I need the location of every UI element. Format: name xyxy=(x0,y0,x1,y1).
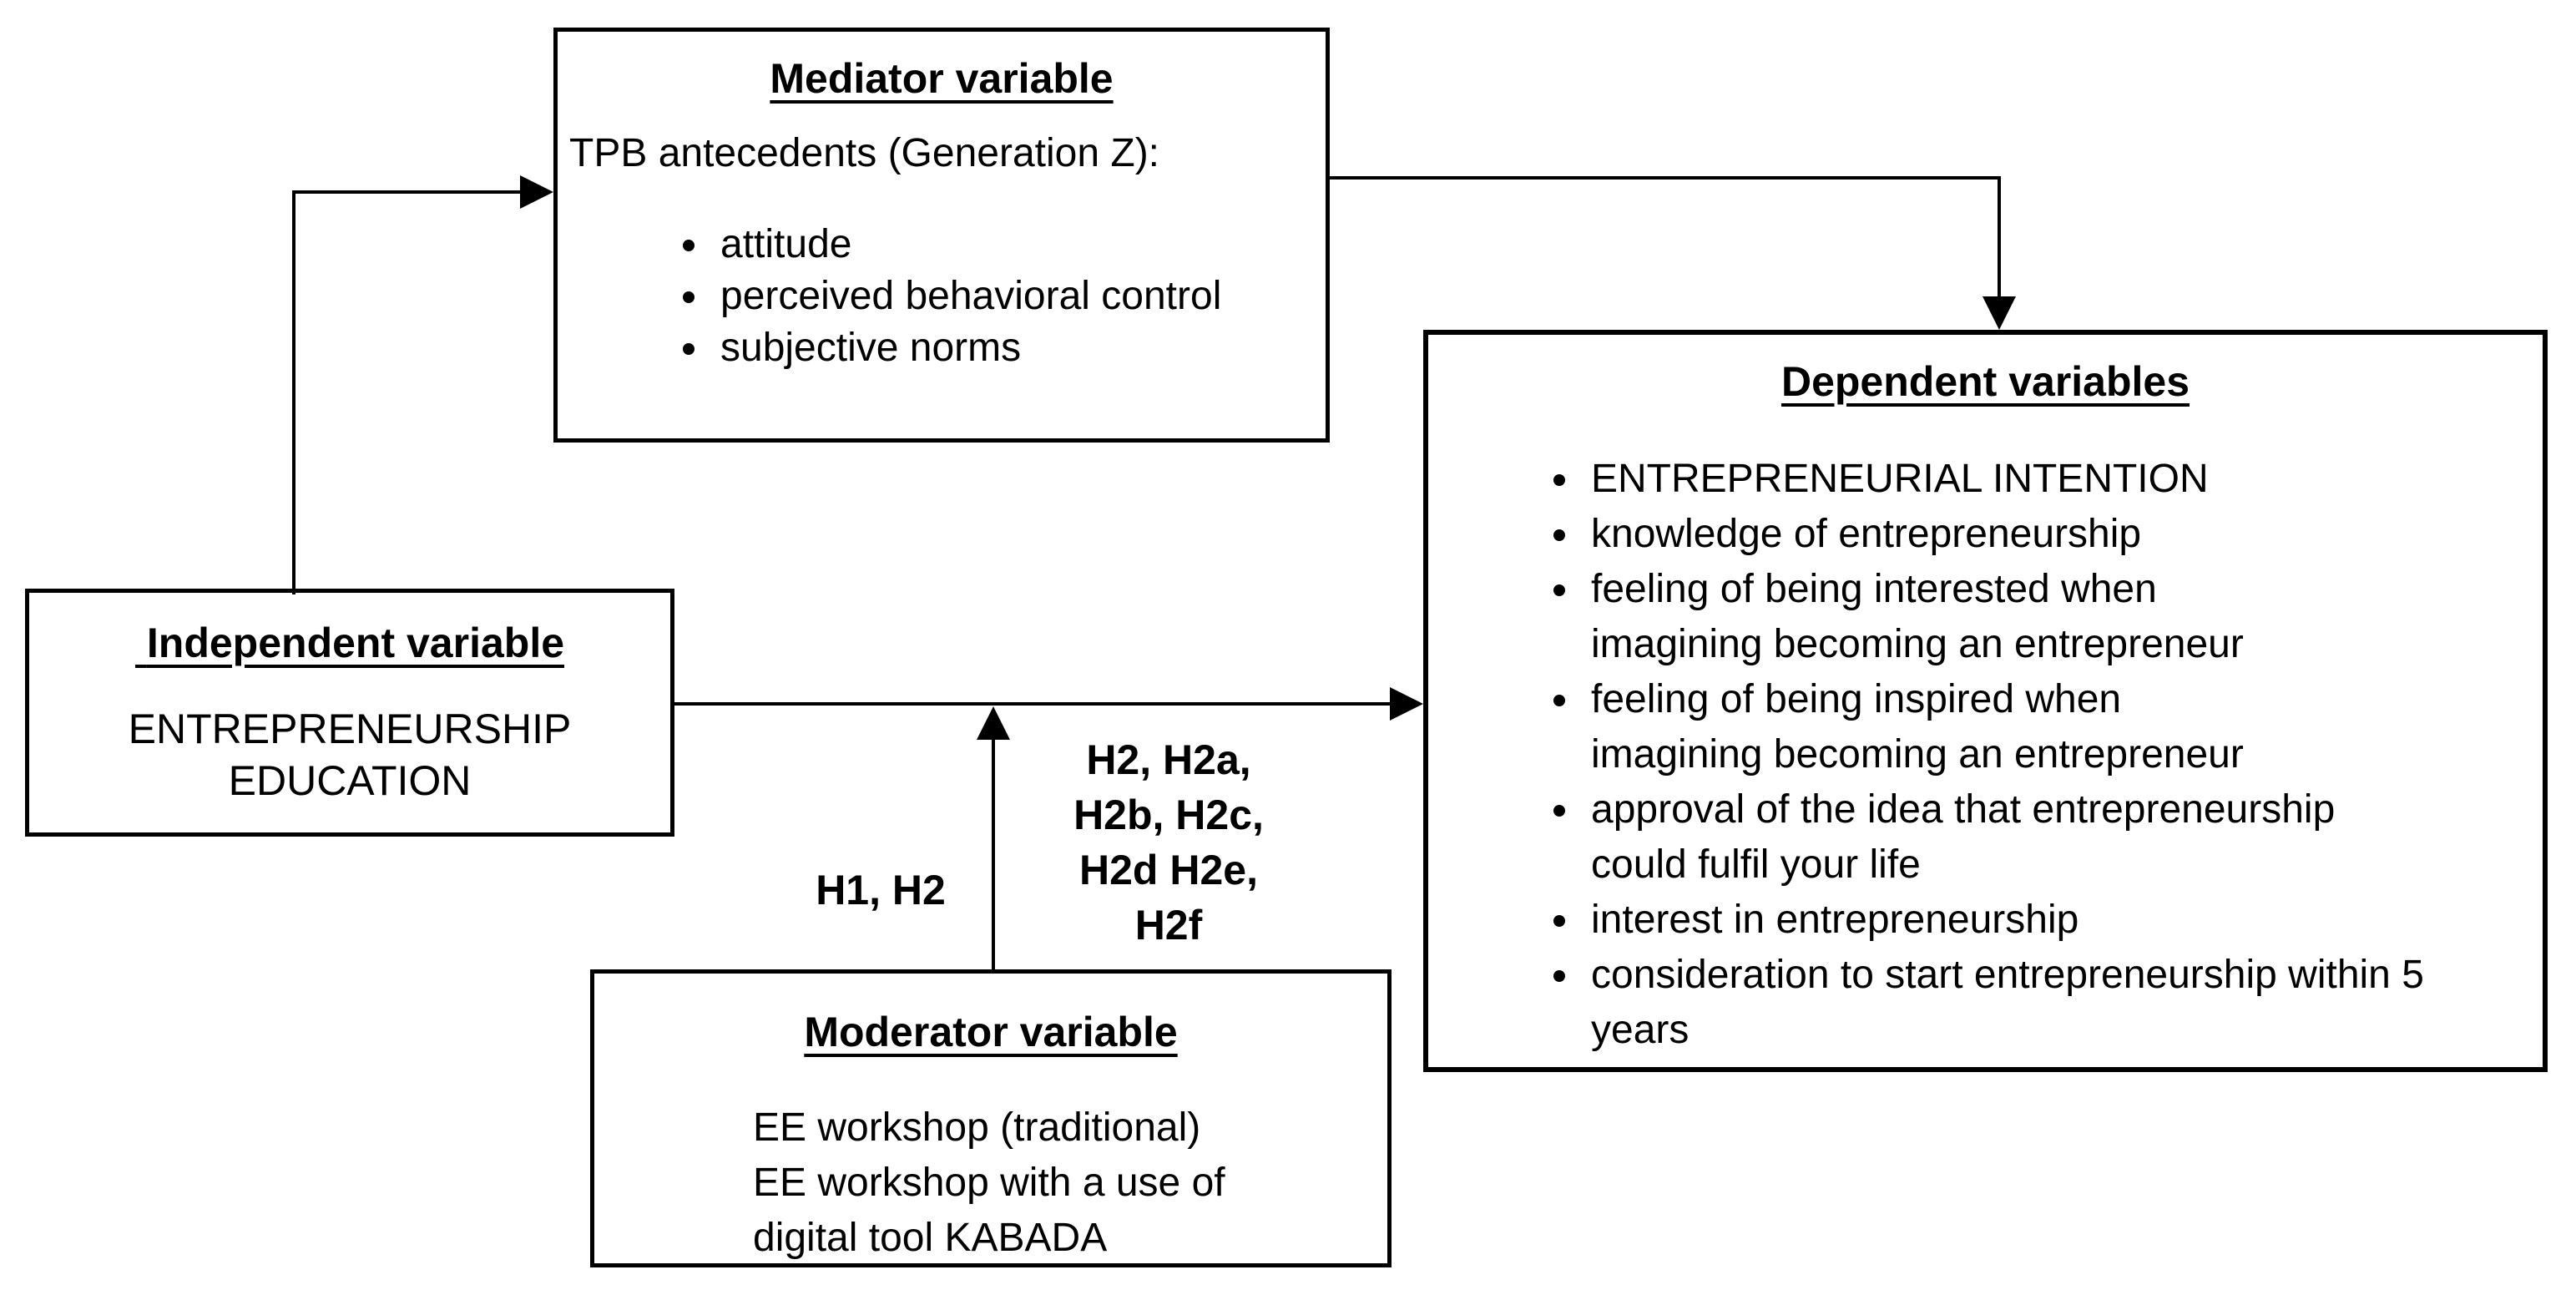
dependent-list-item: approval of the idea that entrepreneursh… xyxy=(1583,782,2526,893)
arrowhead-right-into-mediator-icon xyxy=(520,175,553,209)
dependent-list-item: interest in entrepreneurship xyxy=(1583,893,2526,948)
mediator-list-item: subjective norms xyxy=(712,322,1309,374)
mediator-list-item: attitude xyxy=(712,219,1309,271)
hypothesis-label-h2-group: H2, H2a, H2b, H2c, H2d H2e, H2f xyxy=(1073,736,1264,948)
moderator-box-title: Moderator variable xyxy=(804,1009,1178,1055)
arrow-moderator-to-path-line xyxy=(992,738,995,969)
mediator-intro-text: TPB antecedents (Generation Z): xyxy=(569,131,1160,175)
moderator-box-text: EE workshop (traditional) EE workshop wi… xyxy=(753,1105,1225,1260)
mediator-box-title: Mediator variable xyxy=(770,55,1114,102)
dependent-list-item: feeling of being inspired when imagining… xyxy=(1583,672,2526,782)
mediator-variable-box: Mediator variable TPB antecedents (Gener… xyxy=(553,28,1330,443)
independent-variable-box: Independent variable ENTREPRENEURSHIP ED… xyxy=(25,589,674,837)
dependent-list-item: feeling of being interested when imagini… xyxy=(1583,562,2526,672)
hypothesis-label-h1-h2: H1, H2 xyxy=(816,867,946,913)
arrowhead-right-into-dependent-icon xyxy=(1390,687,1423,721)
dependent-list-item: consideration to start entrepreneurship … xyxy=(1583,948,2526,1058)
mediator-bullet-list: attitude perceived behavioral control su… xyxy=(558,219,1326,374)
independent-box-text: ENTREPRENEURSHIP EDUCATION xyxy=(128,706,572,804)
moderator-variable-box: Moderator variable EE workshop (traditio… xyxy=(590,969,1392,1267)
dependent-box-title: Dependent variables xyxy=(1780,358,2190,405)
dependent-list-item: ENTREPRENEURIAL INTENTION xyxy=(1583,452,2526,507)
arrow-mediator-to-dependent-vertical-line xyxy=(1998,176,2001,298)
arrow-independent-to-mediator-horizontal-line xyxy=(292,190,522,194)
arrowhead-up-from-moderator-icon xyxy=(977,706,1010,740)
arrow-mediator-to-dependent-horizontal-line xyxy=(1330,176,1999,180)
arrow-independent-to-mediator-vertical-line xyxy=(292,190,295,594)
independent-box-title: Independent variable xyxy=(134,620,565,666)
dependent-list-item: knowledge of entrepreneurship xyxy=(1583,507,2526,562)
dependent-bullet-list: ENTREPRENEURIAL INTENTION knowledge of e… xyxy=(1428,452,2543,1058)
dependent-variables-box: Dependent variables ENTREPRENEURIAL INTE… xyxy=(1423,330,2548,1072)
mediator-list-item: perceived behavioral control xyxy=(712,271,1309,322)
arrow-independent-to-dependent-line xyxy=(674,702,1392,706)
arrowhead-down-into-dependent-icon xyxy=(1983,296,2016,330)
